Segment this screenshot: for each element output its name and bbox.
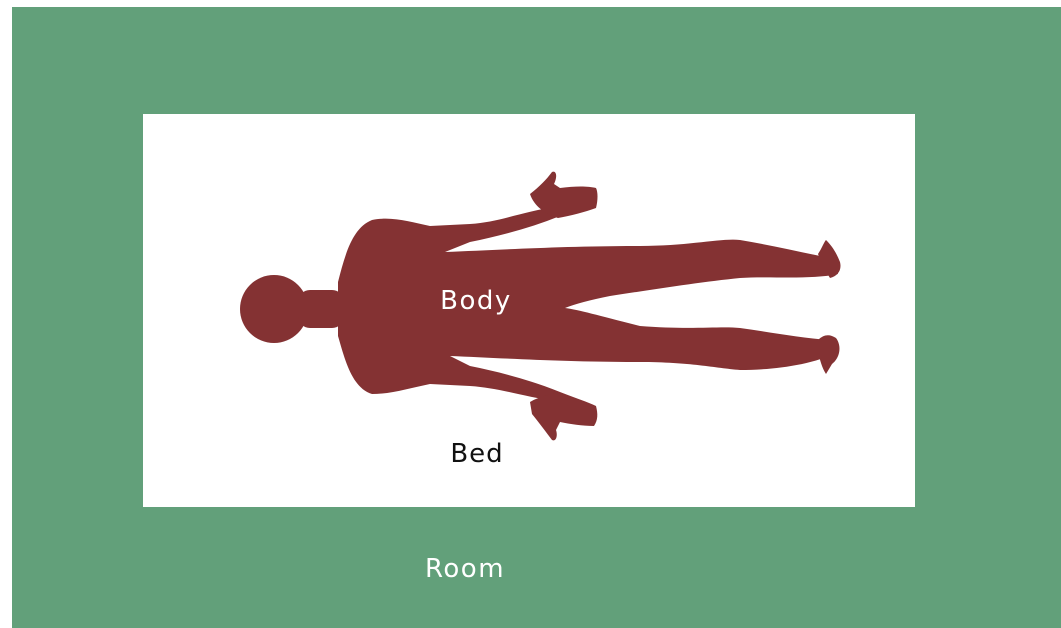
room-label: Room <box>425 554 505 584</box>
figure-hand-lower <box>530 392 597 440</box>
figure-foot-lower <box>818 335 839 374</box>
bed-label: Bed <box>450 439 503 469</box>
figure-torso <box>338 206 838 402</box>
figure-head <box>240 275 308 343</box>
body-label: Body <box>440 286 512 316</box>
figure-neck <box>298 290 344 328</box>
